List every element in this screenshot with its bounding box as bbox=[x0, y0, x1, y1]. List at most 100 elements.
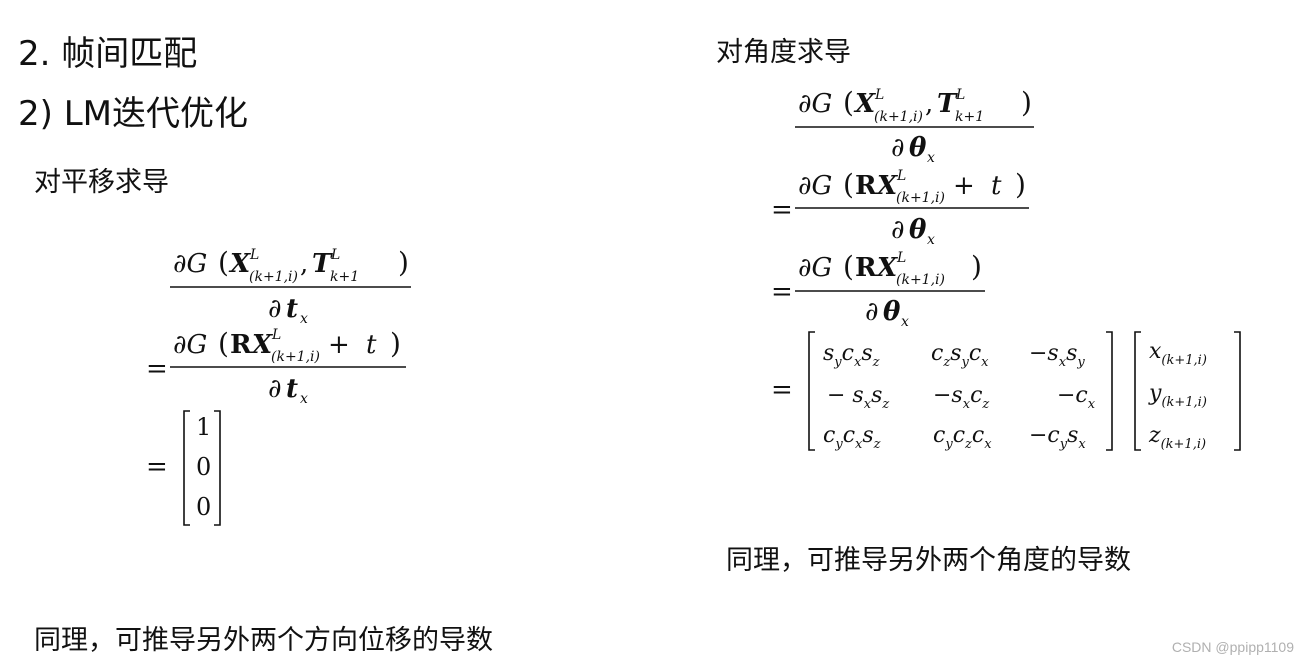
svg-text:x: x bbox=[927, 232, 935, 248]
svg-text:): ) bbox=[398, 246, 409, 279]
svg-text:+: + bbox=[328, 330, 350, 360]
svg-text:X: X bbox=[228, 249, 252, 279]
svg-text:∂: ∂ bbox=[268, 374, 281, 404]
translation-title: 对平移求导 bbox=[34, 167, 169, 198]
svg-text:R: R bbox=[855, 253, 877, 283]
svg-text:x: x bbox=[927, 150, 935, 166]
svg-text:y(k+1,i): y(k+1,i) bbox=[1148, 381, 1207, 410]
angle-line1: ∂G ( X L (k+1,i) , T L k+1 ) ∂ θ x bbox=[795, 86, 1034, 166]
angle-note: 同理，可推导另外两个角度的导数 bbox=[726, 545, 1131, 576]
svg-text:∂G: ∂G bbox=[798, 253, 832, 283]
svg-text:+: + bbox=[953, 171, 975, 201]
svg-text:(: ( bbox=[218, 246, 229, 279]
svg-text:): ) bbox=[1021, 86, 1032, 119]
angle-line2: = ∂G ( R X L (k+1,i) + t ) ∂ θ x bbox=[771, 168, 1029, 248]
angle-title: 对角度求导 bbox=[716, 37, 851, 68]
svg-text:L: L bbox=[271, 327, 281, 343]
svg-text:): ) bbox=[390, 327, 401, 360]
svg-text:t: t bbox=[991, 171, 1002, 201]
svg-text:X: X bbox=[250, 330, 274, 360]
svg-text:L: L bbox=[249, 247, 259, 263]
svg-text:,: , bbox=[300, 249, 308, 279]
svg-text:(: ( bbox=[843, 250, 854, 283]
svg-text:− sxsz: − sxsz bbox=[827, 383, 889, 412]
svg-text:L: L bbox=[330, 247, 340, 263]
translation-note: 同理，可推导另外两个方向位移的导数 bbox=[34, 625, 493, 656]
svg-text:L: L bbox=[896, 168, 906, 184]
svg-text:−sxcz: −sxcz bbox=[933, 383, 989, 412]
svg-text:∂G: ∂G bbox=[173, 249, 207, 279]
result-entry-2: 0 bbox=[196, 453, 211, 481]
svg-text:R: R bbox=[855, 171, 877, 201]
svg-text:sycxsz: sycxsz bbox=[823, 341, 880, 370]
svg-text:): ) bbox=[971, 250, 982, 283]
svg-text:(k+1,i): (k+1,i) bbox=[896, 190, 945, 206]
svg-text:∂G: ∂G bbox=[173, 330, 207, 360]
svg-text:X: X bbox=[875, 253, 899, 283]
result-entry-3: 0 bbox=[196, 493, 211, 521]
coordinate-vector: x(k+1,i) y(k+1,i) z(k+1,i) bbox=[1148, 339, 1207, 452]
svg-text:k+1: k+1 bbox=[330, 269, 359, 285]
svg-text:θ: θ bbox=[883, 297, 901, 327]
svg-text:=: = bbox=[146, 354, 168, 384]
svg-text:=: = bbox=[771, 277, 793, 307]
translation-result: = 1 0 0 bbox=[146, 410, 221, 526]
svg-text:t: t bbox=[286, 294, 298, 324]
svg-text:R: R bbox=[230, 330, 252, 360]
svg-text:k+1: k+1 bbox=[955, 109, 984, 125]
svg-text:X: X bbox=[853, 89, 877, 119]
svg-text:T: T bbox=[937, 89, 958, 119]
subsection-heading: 2) LM迭代优化 bbox=[18, 94, 248, 134]
svg-text:∂: ∂ bbox=[865, 297, 878, 327]
matrix-row-2: − sxsz −sxcz −cx bbox=[827, 383, 1096, 412]
svg-text:,: , bbox=[925, 89, 933, 119]
translation-line2: = ∂G ( R X L (k+1,i) + t ) ∂ t x bbox=[146, 327, 406, 407]
svg-text:θ: θ bbox=[909, 133, 927, 163]
svg-text:(: ( bbox=[843, 168, 854, 201]
svg-text:∂: ∂ bbox=[891, 215, 904, 245]
svg-text:x(k+1,i): x(k+1,i) bbox=[1149, 339, 1207, 368]
svg-text:∂G: ∂G bbox=[798, 89, 832, 119]
svg-text:X: X bbox=[875, 171, 899, 201]
result-entry-1: 1 bbox=[196, 413, 211, 441]
svg-text:L: L bbox=[896, 250, 906, 266]
svg-text:): ) bbox=[1015, 168, 1026, 201]
svg-text:−sxsy: −sxsy bbox=[1029, 341, 1085, 370]
angle-line3: = ∂G ( R X L (k+1,i) ) ∂ θ x bbox=[771, 250, 985, 330]
svg-text:L: L bbox=[874, 87, 884, 103]
svg-text:L: L bbox=[955, 87, 965, 103]
svg-text:∂G: ∂G bbox=[798, 171, 832, 201]
svg-text:x: x bbox=[901, 314, 909, 330]
svg-text:(: ( bbox=[218, 327, 229, 360]
svg-text:t: t bbox=[286, 374, 298, 404]
svg-text:=: = bbox=[146, 452, 168, 482]
svg-text:T: T bbox=[312, 249, 333, 279]
translation-derivation: ∂G ( X L (k+1,i) , T L k+1 ) ∂ t x = ∂G … bbox=[146, 246, 411, 526]
svg-text:−cx: −cx bbox=[1057, 383, 1096, 412]
matrix-row-1: sycxsz czsycx −sxsy bbox=[823, 341, 1085, 370]
csdn-watermark: CSDN @ppipp1109 bbox=[1171, 639, 1294, 655]
svg-text:(: ( bbox=[843, 86, 854, 119]
translation-line1: ∂G ( X L (k+1,i) , T L k+1 ) ∂ t x bbox=[170, 246, 411, 327]
angle-matrix-product: = sycxsz czsycx −sxsy − sxsz −sxcz −cx c… bbox=[771, 331, 1241, 452]
svg-text:θ: θ bbox=[909, 215, 927, 245]
svg-text:−cysx: −cysx bbox=[1029, 423, 1086, 452]
svg-text:(k+1,i): (k+1,i) bbox=[896, 272, 945, 288]
svg-text:∂: ∂ bbox=[891, 133, 904, 163]
section-heading: 2. 帧间匹配 bbox=[18, 34, 198, 74]
svg-text:x: x bbox=[300, 391, 308, 407]
svg-text:cyczcx: cyczcx bbox=[933, 423, 992, 452]
svg-text:z(k+1,i): z(k+1,i) bbox=[1148, 423, 1206, 452]
svg-text:(k+1,i): (k+1,i) bbox=[874, 109, 923, 125]
svg-text:=: = bbox=[771, 195, 793, 225]
svg-text:=: = bbox=[771, 375, 793, 405]
svg-text:(k+1,i): (k+1,i) bbox=[271, 349, 320, 365]
angle-derivation: ∂G ( X L (k+1,i) , T L k+1 ) ∂ θ x = ∂G … bbox=[771, 86, 1241, 452]
svg-text:∂: ∂ bbox=[268, 294, 281, 324]
svg-text:(k+1,i): (k+1,i) bbox=[249, 269, 298, 285]
matrix-row-3: cycxsz cyczcx −cysx bbox=[823, 423, 1086, 452]
svg-text:czsycx: czsycx bbox=[931, 341, 989, 370]
svg-text:x: x bbox=[300, 311, 308, 327]
svg-text:t: t bbox=[366, 330, 377, 360]
svg-text:cycxsz: cycxsz bbox=[823, 423, 881, 452]
